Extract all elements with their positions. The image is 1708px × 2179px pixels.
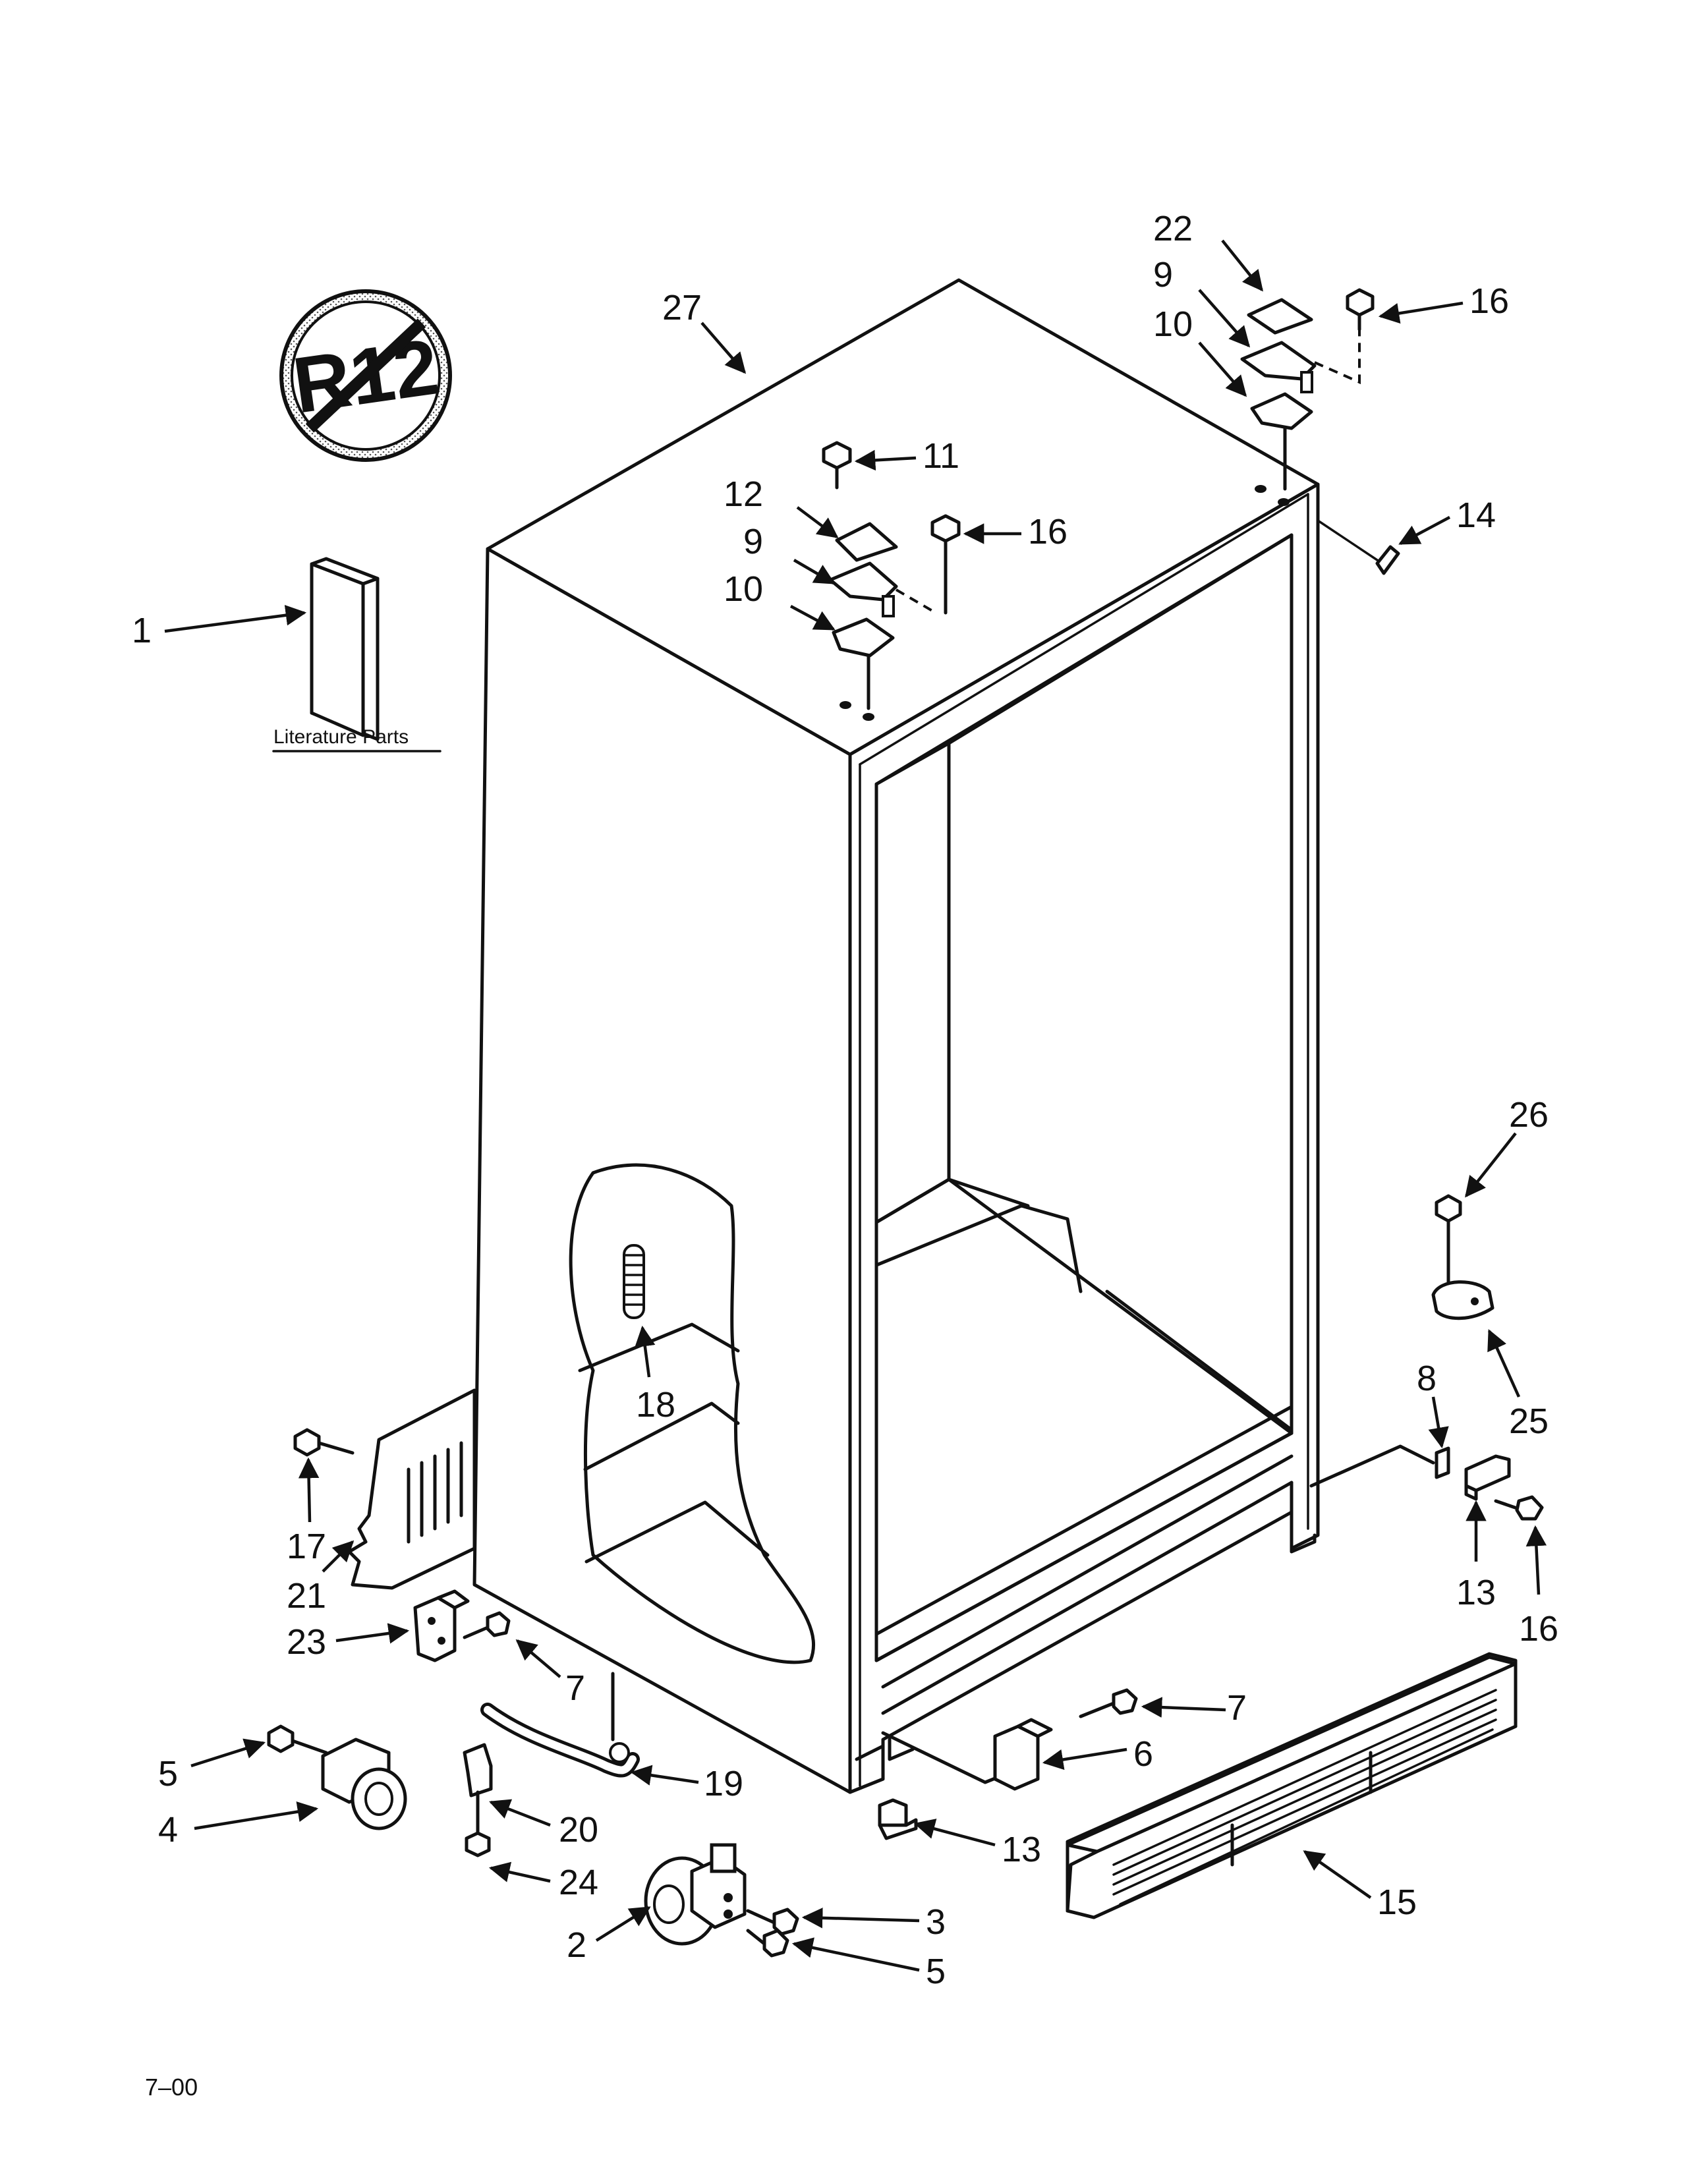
callout-27: 27 xyxy=(662,288,702,327)
cutaway-view xyxy=(569,1163,815,1664)
callout-3: 3 xyxy=(926,1902,946,1942)
callout-22: 22 xyxy=(1153,209,1193,248)
bracket-screw-right xyxy=(1431,1194,1494,1320)
callout-26: 26 xyxy=(1509,1095,1549,1135)
literature-booklet-icon xyxy=(310,557,380,741)
callout-2: 2 xyxy=(567,1925,586,1965)
drain-spring-icon xyxy=(623,1244,645,1319)
panel-vent-slots xyxy=(407,1441,463,1544)
callout-10-left: 10 xyxy=(724,569,763,609)
screw-icon xyxy=(293,1428,355,1457)
callout-19: 19 xyxy=(704,1764,743,1803)
callout-8: 8 xyxy=(1417,1359,1437,1398)
callout-25: 25 xyxy=(1509,1401,1549,1441)
leader-arrows xyxy=(164,239,1547,1972)
tube-clamp-20 xyxy=(463,1743,493,1857)
callout-11: 11 xyxy=(923,436,959,476)
callout-23: 23 xyxy=(287,1622,326,1662)
callout-24: 24 xyxy=(559,1863,598,1902)
screw-icon xyxy=(465,1790,491,1857)
callout-18: 18 xyxy=(636,1385,675,1425)
callout-20: 20 xyxy=(559,1810,598,1850)
callout-labels: 27 22 9 10 16 11 12 9 10 16 14 1 26 25 1… xyxy=(132,209,1558,1991)
callout-17: 17 xyxy=(287,1527,326,1566)
hinge-bracket-23 xyxy=(413,1589,511,1662)
no-r12-badge-icon: R12 xyxy=(279,289,452,462)
screw-icon xyxy=(267,1724,328,1755)
callout-7-right: 7 xyxy=(1227,1688,1247,1728)
roller-bracket-6 xyxy=(881,1688,1138,1791)
hinge-set-right xyxy=(1240,288,1375,491)
grille-slots xyxy=(1112,1689,1497,1906)
screw-icon xyxy=(822,441,852,490)
callout-5-right: 5 xyxy=(926,1952,946,1991)
callout-9-left: 9 xyxy=(743,522,763,561)
toe-grille xyxy=(1066,1652,1518,1919)
callout-13-right: 13 xyxy=(1456,1573,1496,1612)
callout-15: 15 xyxy=(1377,1882,1417,1922)
screw-icon xyxy=(930,514,961,615)
drain-tube xyxy=(480,1672,640,1778)
clip-icon xyxy=(1317,519,1400,575)
screw-icon xyxy=(746,1908,799,1936)
callout-16-left: 16 xyxy=(1028,512,1068,552)
callout-1: 1 xyxy=(132,611,152,650)
cabinet-body xyxy=(472,278,1320,1794)
roller-left xyxy=(267,1724,407,1830)
screw-icon xyxy=(1494,1495,1544,1521)
screw-icon xyxy=(1346,288,1375,331)
hinge-set-left xyxy=(822,441,961,710)
callout-13-bottom: 13 xyxy=(1002,1830,1041,1869)
callout-16-right: 16 xyxy=(1519,1609,1558,1649)
screw-icon xyxy=(463,1611,511,1639)
callout-9-top: 9 xyxy=(1153,255,1173,295)
literature-parts-label: Literature Parts xyxy=(273,726,409,748)
screw-icon xyxy=(746,1929,789,1958)
callout-16-top: 16 xyxy=(1469,281,1509,321)
callout-10-top: 10 xyxy=(1153,304,1193,344)
callout-7-left: 7 xyxy=(565,1668,585,1708)
screw-icon xyxy=(1079,1688,1138,1718)
rear-access-panel xyxy=(293,1388,476,1590)
callout-5-left: 5 xyxy=(158,1754,178,1794)
callout-12: 12 xyxy=(724,474,763,514)
callout-21: 21 xyxy=(287,1576,326,1616)
callout-6: 6 xyxy=(1133,1734,1153,1774)
leveler-bracket-right xyxy=(1309,1444,1544,1521)
bracket-13-bottom xyxy=(878,1798,918,1840)
callout-14: 14 xyxy=(1456,495,1496,535)
callout-4: 4 xyxy=(158,1810,178,1850)
roller-right xyxy=(644,1843,799,1958)
date-code: 7–00 xyxy=(145,2074,198,2101)
